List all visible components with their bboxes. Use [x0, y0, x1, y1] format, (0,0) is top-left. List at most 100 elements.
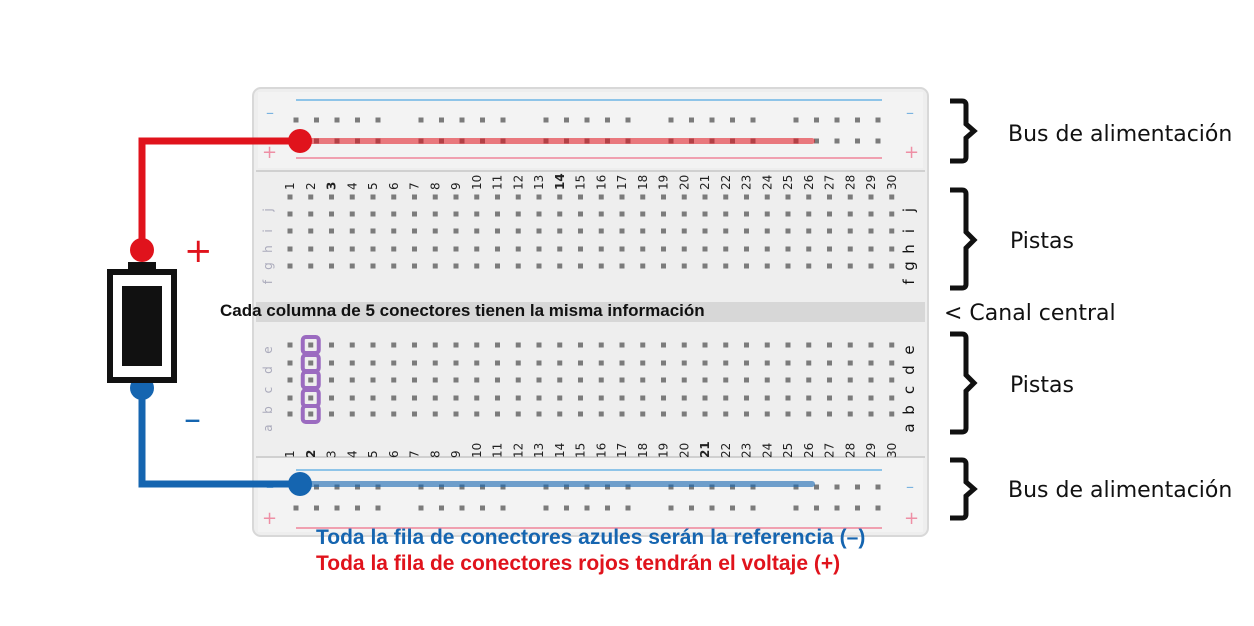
- column-number: 22: [719, 175, 733, 190]
- hole: [875, 138, 881, 144]
- hole: [855, 138, 860, 144]
- hole: [814, 505, 819, 511]
- hole: [391, 395, 397, 401]
- hole: [349, 342, 355, 348]
- hole: [640, 395, 646, 401]
- hole: [287, 194, 293, 200]
- hole: [370, 360, 376, 366]
- column-number: 19: [657, 175, 671, 190]
- row-letter: j: [900, 208, 918, 213]
- hole: [418, 505, 424, 511]
- hole: [432, 377, 438, 383]
- hole: [847, 263, 853, 269]
- hole: [834, 117, 840, 123]
- hole: [495, 263, 500, 269]
- hole: [723, 194, 729, 200]
- hole: [744, 246, 749, 252]
- column-number: 7: [408, 450, 422, 458]
- hole: [689, 505, 694, 511]
- hole: [785, 360, 791, 366]
- column-number: 5: [366, 182, 380, 190]
- hole: [661, 211, 666, 217]
- column-number: 11: [491, 443, 505, 458]
- svg-text:+: +: [262, 142, 277, 163]
- column-number: 25: [781, 175, 795, 190]
- hole: [785, 377, 791, 383]
- hole: [793, 505, 799, 511]
- hole: [474, 360, 480, 366]
- hole: [584, 117, 590, 123]
- hole: [515, 246, 521, 252]
- hole: [495, 211, 500, 217]
- row-letter: h: [900, 244, 918, 254]
- hole: [370, 246, 376, 252]
- hole: [453, 395, 459, 401]
- svg-text:+: +: [904, 142, 919, 163]
- hole: [785, 246, 791, 252]
- hole: [619, 360, 625, 366]
- hole: [640, 360, 646, 366]
- hole: [681, 411, 687, 417]
- hole: [889, 211, 895, 217]
- hole: [744, 395, 749, 401]
- hole: [834, 484, 840, 490]
- hole: [515, 377, 521, 383]
- bracket-pistas-top: [950, 187, 978, 291]
- hole: [640, 211, 646, 217]
- hole: [785, 342, 791, 348]
- hole: [855, 484, 860, 490]
- hole: [855, 117, 860, 123]
- hole: [723, 246, 729, 252]
- hole: [557, 246, 563, 252]
- hole: [349, 228, 355, 234]
- hole: [702, 228, 708, 234]
- hole: [619, 395, 625, 401]
- row-letter-faint: a: [261, 424, 275, 431]
- column-number: 12: [511, 175, 525, 190]
- hole: [723, 395, 729, 401]
- hole: [495, 228, 500, 234]
- column-number: 9: [449, 182, 463, 190]
- hole: [598, 377, 604, 383]
- hole: [868, 246, 874, 252]
- hole: [495, 377, 500, 383]
- hole: [868, 360, 874, 366]
- hole: [889, 411, 895, 417]
- bracket-bus-bottom: [950, 457, 978, 521]
- column-number: 3: [325, 182, 339, 190]
- hole: [578, 377, 583, 383]
- hole: [515, 263, 521, 269]
- hole: [730, 117, 735, 123]
- hole: [598, 342, 604, 348]
- column-number: 1: [283, 182, 297, 190]
- row-letter-faint: c: [261, 387, 275, 394]
- hole: [827, 360, 832, 366]
- hole: [598, 263, 604, 269]
- hole: [536, 377, 542, 383]
- hole: [334, 117, 340, 123]
- column-number: 30: [885, 175, 899, 190]
- hole: [391, 263, 397, 269]
- hole: [500, 505, 506, 511]
- hole: [640, 342, 646, 348]
- hole: [619, 246, 625, 252]
- column-number: 7: [408, 182, 422, 190]
- hole: [370, 342, 376, 348]
- hole: [625, 505, 631, 511]
- battery-positive-terminal: [130, 238, 154, 262]
- hole: [750, 505, 756, 511]
- hole: [391, 411, 397, 417]
- hole: [868, 263, 874, 269]
- hole: [889, 377, 895, 383]
- hole: [806, 377, 812, 383]
- hole: [391, 377, 397, 383]
- hole: [605, 117, 610, 123]
- hole: [515, 360, 521, 366]
- hole: [557, 377, 563, 383]
- column-number: 21: [698, 441, 712, 458]
- hole: [640, 377, 646, 383]
- hole: [847, 228, 853, 234]
- hole: [598, 228, 604, 234]
